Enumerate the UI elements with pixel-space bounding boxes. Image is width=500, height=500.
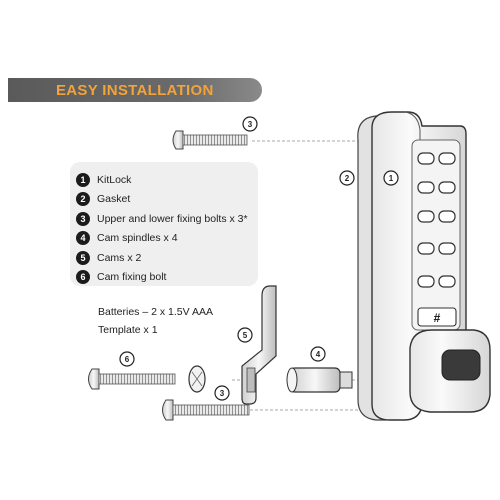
section-banner: EASY INSTALLATION bbox=[8, 78, 262, 102]
washer bbox=[188, 365, 206, 393]
svg-text:2: 2 bbox=[345, 174, 350, 183]
part-label: Cam fixing bolt bbox=[97, 271, 167, 284]
svg-text:6: 6 bbox=[125, 355, 130, 364]
part-number-badge: 3 bbox=[76, 211, 90, 226]
part-label: Cam spindles x 4 bbox=[97, 232, 178, 245]
svg-text:1: 1 bbox=[389, 174, 394, 183]
svg-text:3: 3 bbox=[248, 120, 253, 129]
lower-fixing-bolt bbox=[162, 399, 250, 421]
knob-grip bbox=[441, 349, 481, 381]
part-label: Gasket bbox=[97, 193, 131, 206]
part-number-badge: 2 bbox=[76, 192, 90, 207]
part-number-badge: 1 bbox=[76, 172, 90, 187]
hash-key-label: # bbox=[434, 311, 441, 325]
parts-list-item: 6 Cam fixing bolt bbox=[76, 268, 248, 288]
parts-list-item: 5 Cams x 2 bbox=[76, 248, 248, 268]
hash-key bbox=[417, 307, 457, 327]
template-note: Template x 1 bbox=[98, 324, 158, 336]
callout-cam: 5 bbox=[237, 327, 253, 343]
part-number-badge: 6 bbox=[76, 270, 90, 285]
svg-text:3: 3 bbox=[220, 389, 225, 398]
callout-bolt-top: 3 bbox=[242, 116, 258, 132]
part-label: Upper and lower fixing bolts x 3* bbox=[97, 212, 248, 225]
batteries-note: Batteries – 2 x 1.5V AAA bbox=[98, 306, 213, 318]
cam-spindle bbox=[286, 367, 353, 393]
banner-title: EASY INSTALLATION bbox=[56, 82, 214, 99]
part-label: Cams x 2 bbox=[97, 251, 142, 264]
part-label: KitLock bbox=[97, 173, 132, 186]
part-number-badge: 4 bbox=[76, 231, 90, 246]
parts-list-box: 1 KitLock 2 Gasket 3 Upper and lower fixing… bbox=[70, 162, 258, 286]
parts-list-item: 3 Upper and lower fixing bolts x 3* bbox=[76, 209, 248, 229]
parts-list-item: 4 Cam spindles x 4 bbox=[76, 229, 248, 249]
part-number-badge: 5 bbox=[76, 250, 90, 265]
callout-spindle: 4 bbox=[310, 346, 326, 362]
callout-bolt-bottom: 3 bbox=[214, 385, 230, 401]
parts-list-item: 1 KitLock bbox=[76, 170, 248, 190]
kitlock-body: # bbox=[371, 111, 491, 421]
cam bbox=[241, 285, 277, 405]
cam-fixing-bolt bbox=[88, 368, 176, 390]
keypad-keys bbox=[417, 152, 456, 288]
callout-lock: 1 bbox=[383, 170, 399, 186]
svg-text:5: 5 bbox=[243, 331, 248, 340]
callout-gasket: 2 bbox=[339, 170, 355, 186]
upper-fixing-bolt bbox=[172, 130, 248, 150]
callout-cam-bolt: 6 bbox=[119, 351, 135, 367]
parts-list: 1 KitLock 2 Gasket 3 Upper and lower fixing… bbox=[76, 170, 248, 287]
svg-text:4: 4 bbox=[316, 350, 321, 359]
parts-list-item: 2 Gasket bbox=[76, 190, 248, 210]
